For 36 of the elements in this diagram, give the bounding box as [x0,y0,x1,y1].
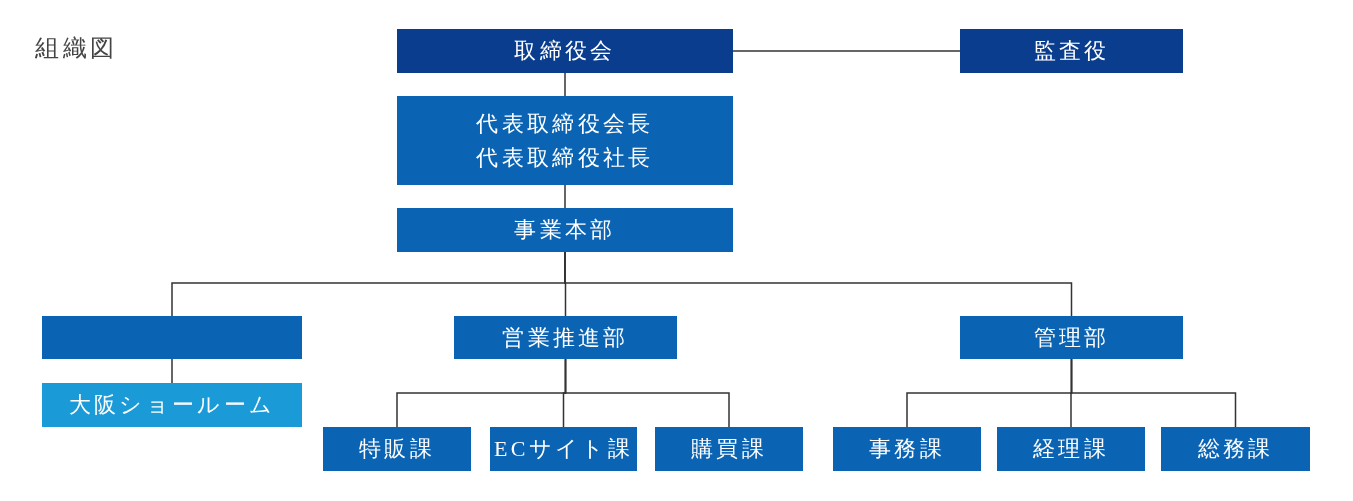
unit-name: 取締役会 [514,37,616,65]
connector-line [564,184,566,209]
org-unit-box [960,316,1183,359]
unit-name: 事業本部 [514,216,616,244]
diagram-title: 組織図 [35,34,118,63]
connector-line [1070,358,1237,428]
unit-name: 管理部 [1033,323,1110,352]
org-unit-box [490,427,637,471]
unit-name: 事務課 [869,435,945,463]
org-unit-box [960,29,1183,73]
unit-name: ECサイト課 [494,435,633,463]
org-unit-box [397,29,733,73]
org-unit-box [655,427,803,471]
connector-line [564,72,566,97]
unit-name: 総務課 [1197,435,1274,463]
unit-name: 特販課 [359,435,435,463]
unit-name: 経理課 [1033,435,1109,463]
org-unit-box [397,96,733,185]
org-unit-box [42,316,302,359]
org-unit-box [323,427,471,471]
connector-line [564,358,730,428]
unit-name: 代表取締役社長 [476,143,654,172]
connector-line [564,251,1073,317]
connector-line [732,50,961,52]
unit-name: 監査役 [1033,37,1110,65]
unit-name: 営業推進部 [502,323,629,352]
unit-name: 大阪ショールーム [68,391,276,419]
org-unit-box [397,208,733,252]
org-unit-box [833,427,981,471]
org-unit-box [1161,427,1310,471]
unit-name: 購買課 [691,435,767,463]
org-unit-box [997,427,1145,471]
org-unit-box [42,383,302,427]
unit-name: 代表取締役会長 [476,109,654,138]
org-unit-box [454,316,677,359]
connector-line [171,358,173,384]
